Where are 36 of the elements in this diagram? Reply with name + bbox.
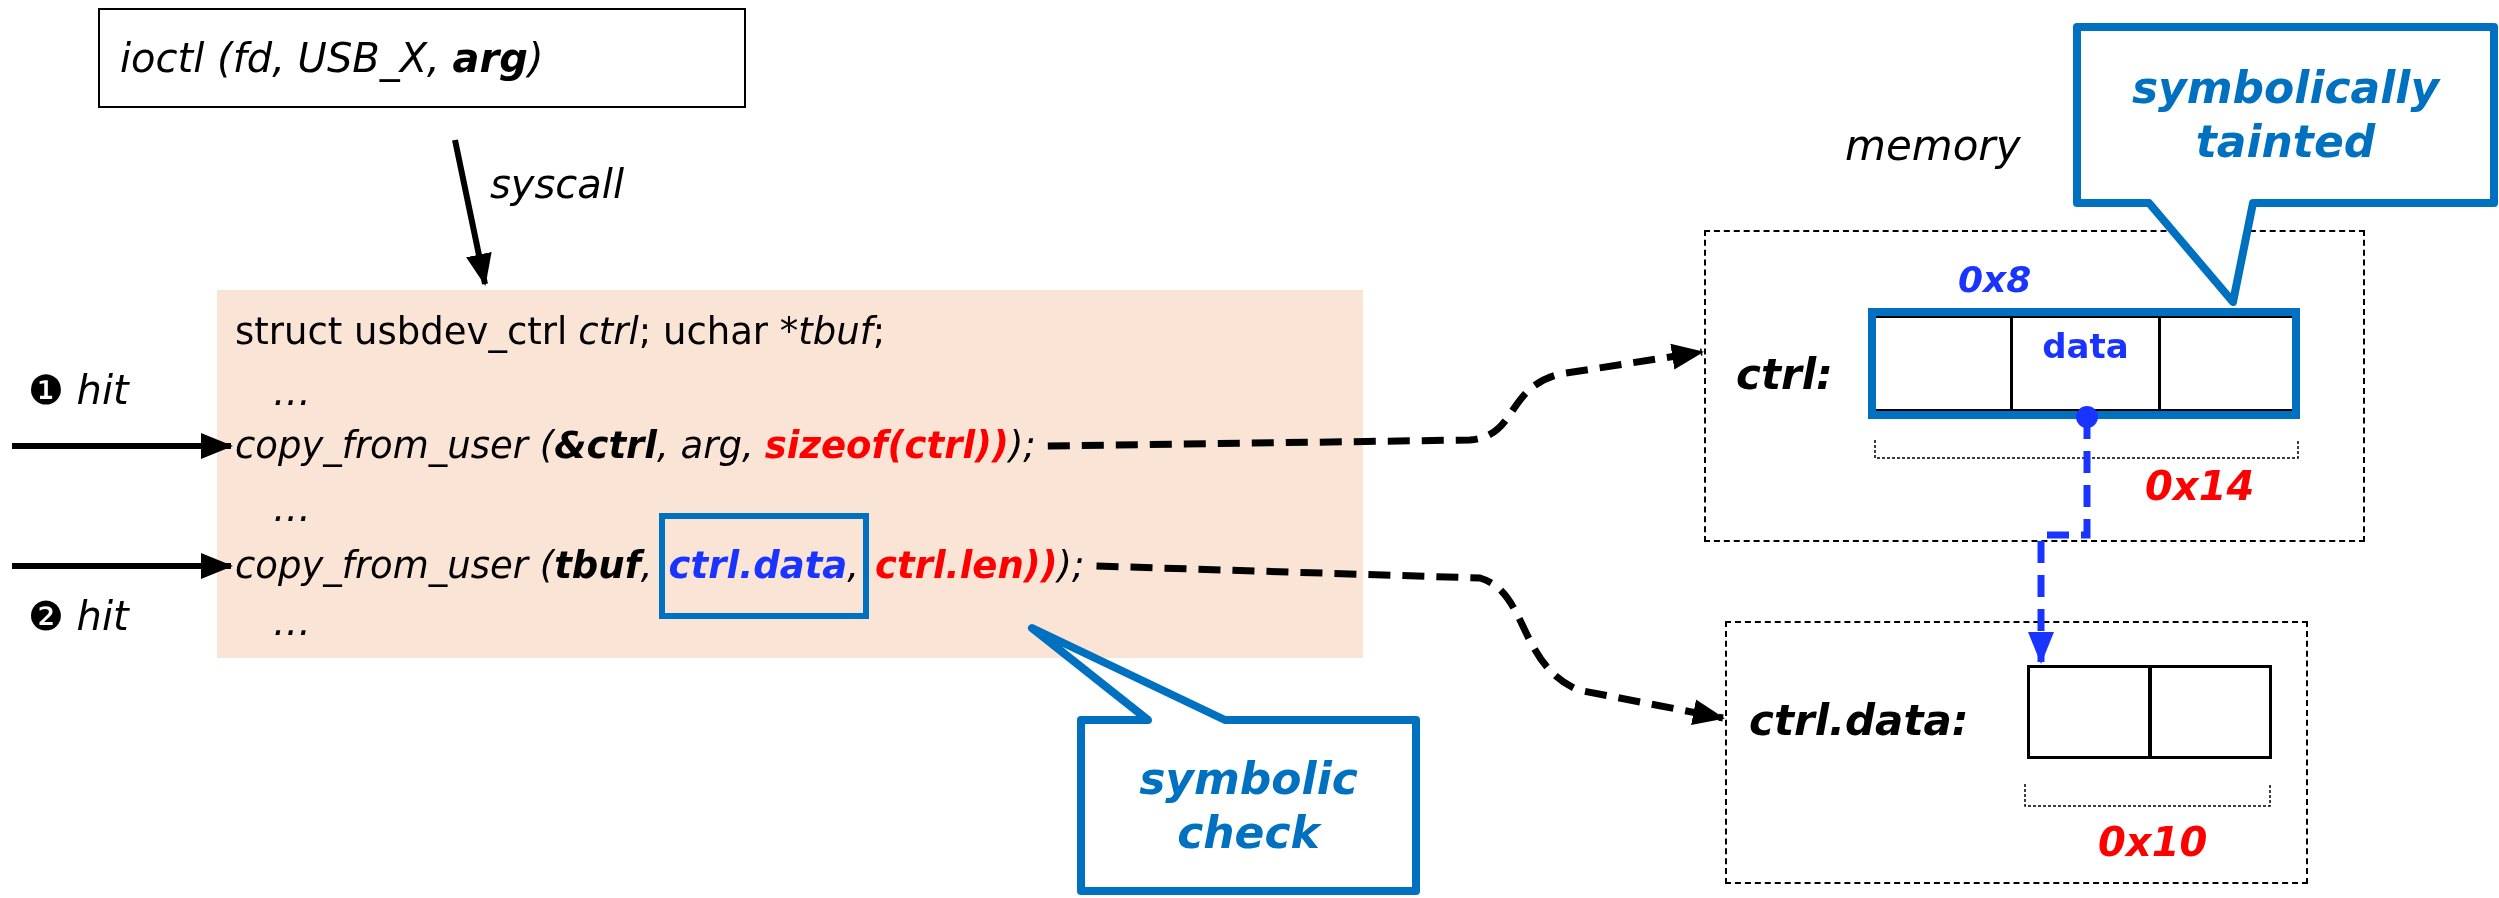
code-text: ctrl.len))); — [875, 543, 1085, 589]
memory-struct — [1868, 308, 2300, 419]
code-text: ioctl (fd, USB_X, arg) — [120, 34, 544, 84]
code-text: ctrl.data, — [668, 543, 860, 589]
memory-region — [1725, 621, 2308, 884]
memory-cell — [1876, 316, 2013, 411]
edge-label: syscall — [490, 160, 625, 208]
memory-cell — [2161, 316, 2292, 411]
memory-region — [1704, 230, 2365, 542]
dashed-arrow — [2028, 406, 2098, 664]
ellipsis-text: … — [273, 370, 311, 414]
callout-text: symbolic check — [1138, 751, 1359, 860]
code-line: copy_from_user (&ctrl, arg, sizeof(ctrl))); — [235, 421, 1036, 471]
dashed-arrow — [1047, 343, 1704, 450]
arrow — [452, 139, 492, 286]
region-label: ctrl: — [1736, 350, 1833, 400]
callout-text: symbolically tainted — [2130, 61, 2442, 169]
memory-cell: data — [2013, 316, 2161, 411]
edge-label: ❶ hit — [28, 366, 129, 414]
memory-struct — [2027, 665, 2272, 759]
dashed-arrow — [1096, 562, 1725, 726]
highlight-box — [658, 513, 870, 619]
code-box — [98, 8, 746, 108]
code-text: copy_from_user (tbuf, — [235, 543, 653, 589]
edge-label: ❷ hit — [28, 592, 129, 640]
region-label: ctrl.data: — [1749, 696, 1969, 746]
ellipsis-text: … — [273, 486, 311, 530]
size-label: 0x14 — [2145, 462, 2255, 510]
code-panel — [217, 290, 1363, 658]
region-label: memory — [1845, 122, 2021, 170]
size-label: 0x10 — [2098, 818, 2208, 866]
code-line: struct usbdev_ctrl ctrl; uchar *tbuf; — [235, 307, 886, 357]
ellipsis-text: … — [273, 600, 311, 644]
arrow — [12, 433, 233, 459]
arrow — [12, 553, 233, 579]
offset-label: 0x8 — [1958, 258, 2032, 302]
